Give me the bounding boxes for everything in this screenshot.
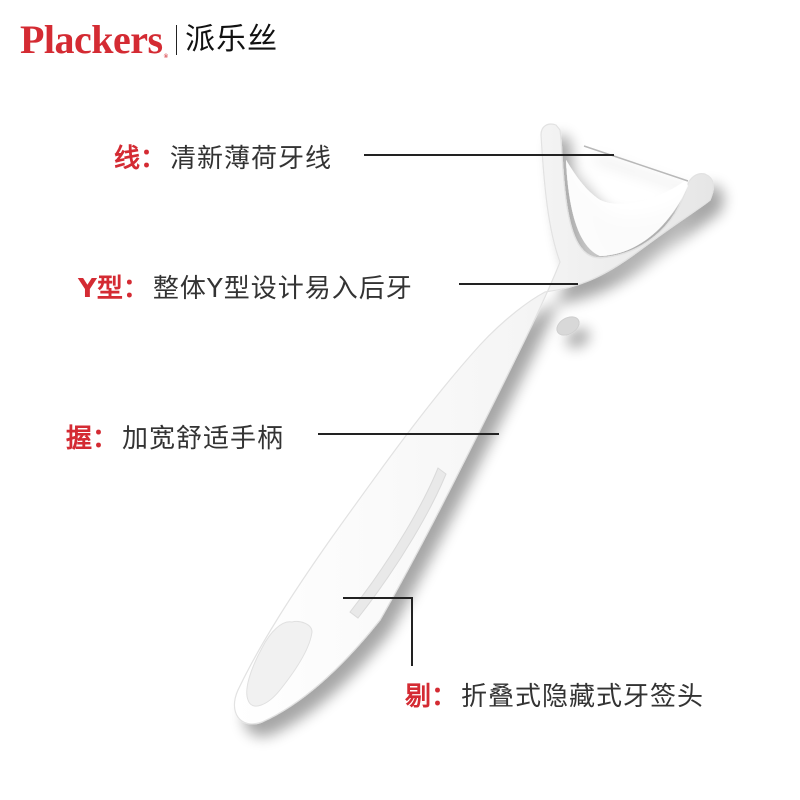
callout-grip: 握： 加宽舒适手柄 xyxy=(66,418,284,455)
callout-text: 加宽舒适手柄 xyxy=(122,424,285,454)
callout-line-grip xyxy=(318,433,499,435)
callout-line-pick-h xyxy=(343,597,412,599)
brand-name: Plackers xyxy=(20,17,163,62)
brand-logo: Plackers® xyxy=(20,17,168,62)
brand-divider xyxy=(175,25,178,55)
callout-line-floss xyxy=(364,154,614,156)
callout-key: 线： xyxy=(114,144,167,174)
callout-key: Y型： xyxy=(78,274,149,304)
callout-line-y-shape xyxy=(459,283,578,285)
callout-key: 握： xyxy=(66,424,119,454)
callout-text: 整体Y型设计易入后牙 xyxy=(152,274,413,304)
callout-text: 折叠式隐藏式牙签头 xyxy=(461,682,705,712)
registered-mark: ® xyxy=(163,54,168,60)
callout-text: 清新薄荷牙线 xyxy=(170,144,333,174)
flosser-body xyxy=(233,123,715,725)
callout-line-pick-v xyxy=(411,597,413,666)
callout-pick: 剔： 折叠式隐藏式牙签头 xyxy=(405,676,704,713)
brand-chinese-name: 派乐丝 xyxy=(185,22,279,57)
callout-floss: 线： 清新薄荷牙线 xyxy=(114,138,332,175)
callout-key: 剔： xyxy=(405,682,458,712)
callout-y-shape: Y型： 整体Y型设计易入后牙 xyxy=(78,268,413,305)
brand-header: Plackers® 派乐丝 xyxy=(20,18,278,62)
